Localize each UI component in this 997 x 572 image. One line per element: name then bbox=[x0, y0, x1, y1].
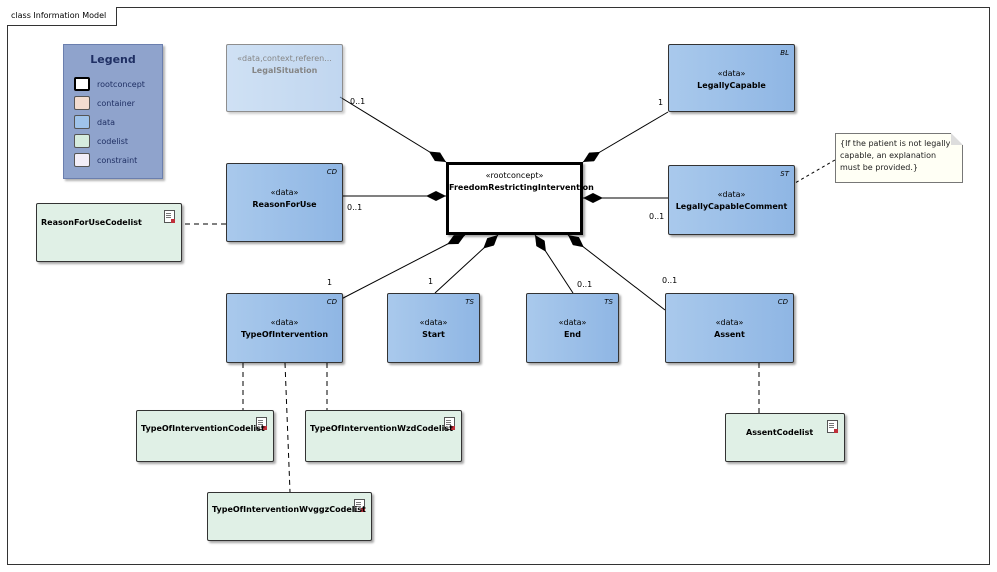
type-of-intervention-stereotype: «data» bbox=[270, 318, 299, 327]
mult-legally-capable-comment: 0..1 bbox=[649, 212, 665, 221]
start-type: TS bbox=[465, 298, 474, 306]
legend-item-data: data bbox=[74, 115, 162, 131]
mult-assent: 0..1 bbox=[662, 276, 678, 285]
assoc-legally-capable bbox=[582, 111, 669, 163]
codelist-reason-for-use[interactable]: ReasonForUseCodelist bbox=[36, 203, 182, 262]
mult-legally-capable: 1 bbox=[658, 98, 664, 107]
root-name: FreedomRestrictingIntervention bbox=[449, 183, 594, 192]
note-connector bbox=[794, 159, 836, 184]
legally-capable-comment-name: LegallyCapableComment bbox=[675, 202, 788, 211]
document-icon bbox=[256, 417, 267, 430]
dep-type-of-intervention-wvggz bbox=[284, 362, 291, 493]
codelist-type-of-intervention[interactable]: TypeOfInterventionCodelist bbox=[136, 410, 274, 462]
assent-stereotype: «data» bbox=[715, 318, 744, 327]
legend-item-constraint: constraint bbox=[74, 153, 162, 169]
legally-capable-comment-stereotype: «data» bbox=[717, 190, 746, 199]
end-stereotype: «data» bbox=[558, 318, 587, 327]
type-of-intervention-wzd-codelist-name: TypeOfInterventionWzdCodelist bbox=[310, 424, 453, 433]
legally-capable-type: BL bbox=[780, 49, 789, 57]
legend-swatch-codelist bbox=[74, 134, 90, 148]
assent-name: Assent bbox=[714, 330, 745, 339]
mult-type-of-intervention: 1 bbox=[327, 278, 333, 287]
legally-capable-name: LegallyCapable bbox=[697, 81, 766, 90]
class-legally-capable[interactable]: BL «data» LegallyCapable bbox=[668, 44, 795, 112]
legend-item-rootconcept: rootconcept bbox=[74, 77, 162, 93]
assoc-start bbox=[434, 234, 499, 294]
legend-label-codelist: codelist bbox=[97, 137, 129, 146]
class-assent[interactable]: CD «data» Assent bbox=[665, 293, 794, 363]
legal-situation-name: LegalSituation bbox=[251, 66, 318, 75]
start-name: Start bbox=[422, 330, 445, 339]
legend-item-container: container bbox=[74, 96, 162, 112]
legend-swatch-constraint bbox=[74, 153, 90, 167]
mult-end: 0..1 bbox=[577, 280, 593, 289]
type-of-intervention-type: CD bbox=[326, 298, 337, 306]
type-of-intervention-name: TypeOfIntervention bbox=[240, 330, 329, 339]
mult-legal-situation: 0..1 bbox=[350, 97, 366, 106]
document-icon bbox=[827, 420, 838, 433]
assoc-legal-situation bbox=[339, 96, 447, 163]
end-name: End bbox=[564, 330, 581, 339]
class-end[interactable]: TS «data» End bbox=[526, 293, 619, 363]
legend-swatch-container bbox=[74, 96, 90, 110]
reason-for-use-codelist-name: ReasonForUseCodelist bbox=[41, 218, 142, 227]
reason-for-use-name: ReasonForUse bbox=[252, 200, 317, 209]
diagram-frame bbox=[7, 7, 990, 565]
legend: Legend rootconcept container data codeli… bbox=[63, 44, 163, 179]
mult-start: 1 bbox=[428, 277, 434, 286]
legend-title: Legend bbox=[90, 53, 136, 66]
assoc-end bbox=[534, 234, 574, 294]
note-text: {If the patient is not legally capable, … bbox=[840, 139, 951, 172]
legend-item-codelist: codelist bbox=[74, 134, 162, 150]
codelist-type-of-intervention-wvggz[interactable]: TypeOfInterventionWvggzCodelist bbox=[207, 492, 372, 541]
class-reason-for-use[interactable]: CD «data» ReasonForUse bbox=[226, 163, 343, 242]
frame-label: class Information Model bbox=[7, 7, 118, 26]
legend-swatch-data bbox=[74, 115, 90, 129]
legend-swatch-rootconcept bbox=[74, 77, 90, 91]
legally-capable-comment-type: ST bbox=[780, 170, 789, 178]
class-freedom-restricting-intervention[interactable]: «rootconcept» FreedomRestrictingInterven… bbox=[446, 162, 594, 235]
document-icon bbox=[444, 417, 455, 430]
end-type: TS bbox=[604, 298, 613, 306]
legally-capable-stereotype: «data» bbox=[717, 69, 746, 78]
class-legally-capable-comment[interactable]: ST «data» LegallyCapableComment bbox=[668, 165, 795, 235]
assent-codelist-name: AssentCodelist bbox=[746, 428, 814, 437]
type-of-intervention-codelist-name: TypeOfInterventionCodelist bbox=[141, 424, 265, 433]
legal-situation-stereotype: «data,context,referen... bbox=[237, 54, 332, 63]
legend-label-data: data bbox=[97, 118, 116, 127]
class-legal-situation[interactable]: «data,context,referen... LegalSituation bbox=[226, 44, 343, 112]
class-start[interactable]: TS «data» Start bbox=[387, 293, 480, 363]
start-stereotype: «data» bbox=[419, 318, 448, 327]
note-fold bbox=[951, 133, 963, 145]
assent-type: CD bbox=[777, 298, 788, 306]
type-of-intervention-wvggz-codelist-name: TypeOfInterventionWvggzCodelist bbox=[212, 505, 366, 514]
constraint-note[interactable]: {If the patient is not legally capable, … bbox=[835, 133, 963, 183]
class-type-of-intervention[interactable]: CD «data» TypeOfIntervention bbox=[226, 293, 343, 363]
codelist-assent[interactable]: AssentCodelist bbox=[725, 413, 845, 462]
assoc-type-of-intervention bbox=[319, 234, 466, 311]
reason-for-use-stereotype: «data» bbox=[270, 188, 299, 197]
legend-label-constraint: constraint bbox=[97, 156, 138, 165]
codelist-type-of-intervention-wzd[interactable]: TypeOfInterventionWzdCodelist bbox=[305, 410, 462, 462]
reason-for-use-type: CD bbox=[326, 168, 337, 176]
assoc-assent bbox=[567, 234, 666, 311]
root-stereotype: «rootconcept» bbox=[485, 171, 544, 180]
legend-label-container: container bbox=[97, 99, 135, 108]
mult-reason-for-use: 0..1 bbox=[347, 203, 363, 212]
document-icon bbox=[354, 499, 365, 512]
document-icon bbox=[164, 210, 175, 223]
legend-label-rootconcept: rootconcept bbox=[97, 80, 145, 89]
